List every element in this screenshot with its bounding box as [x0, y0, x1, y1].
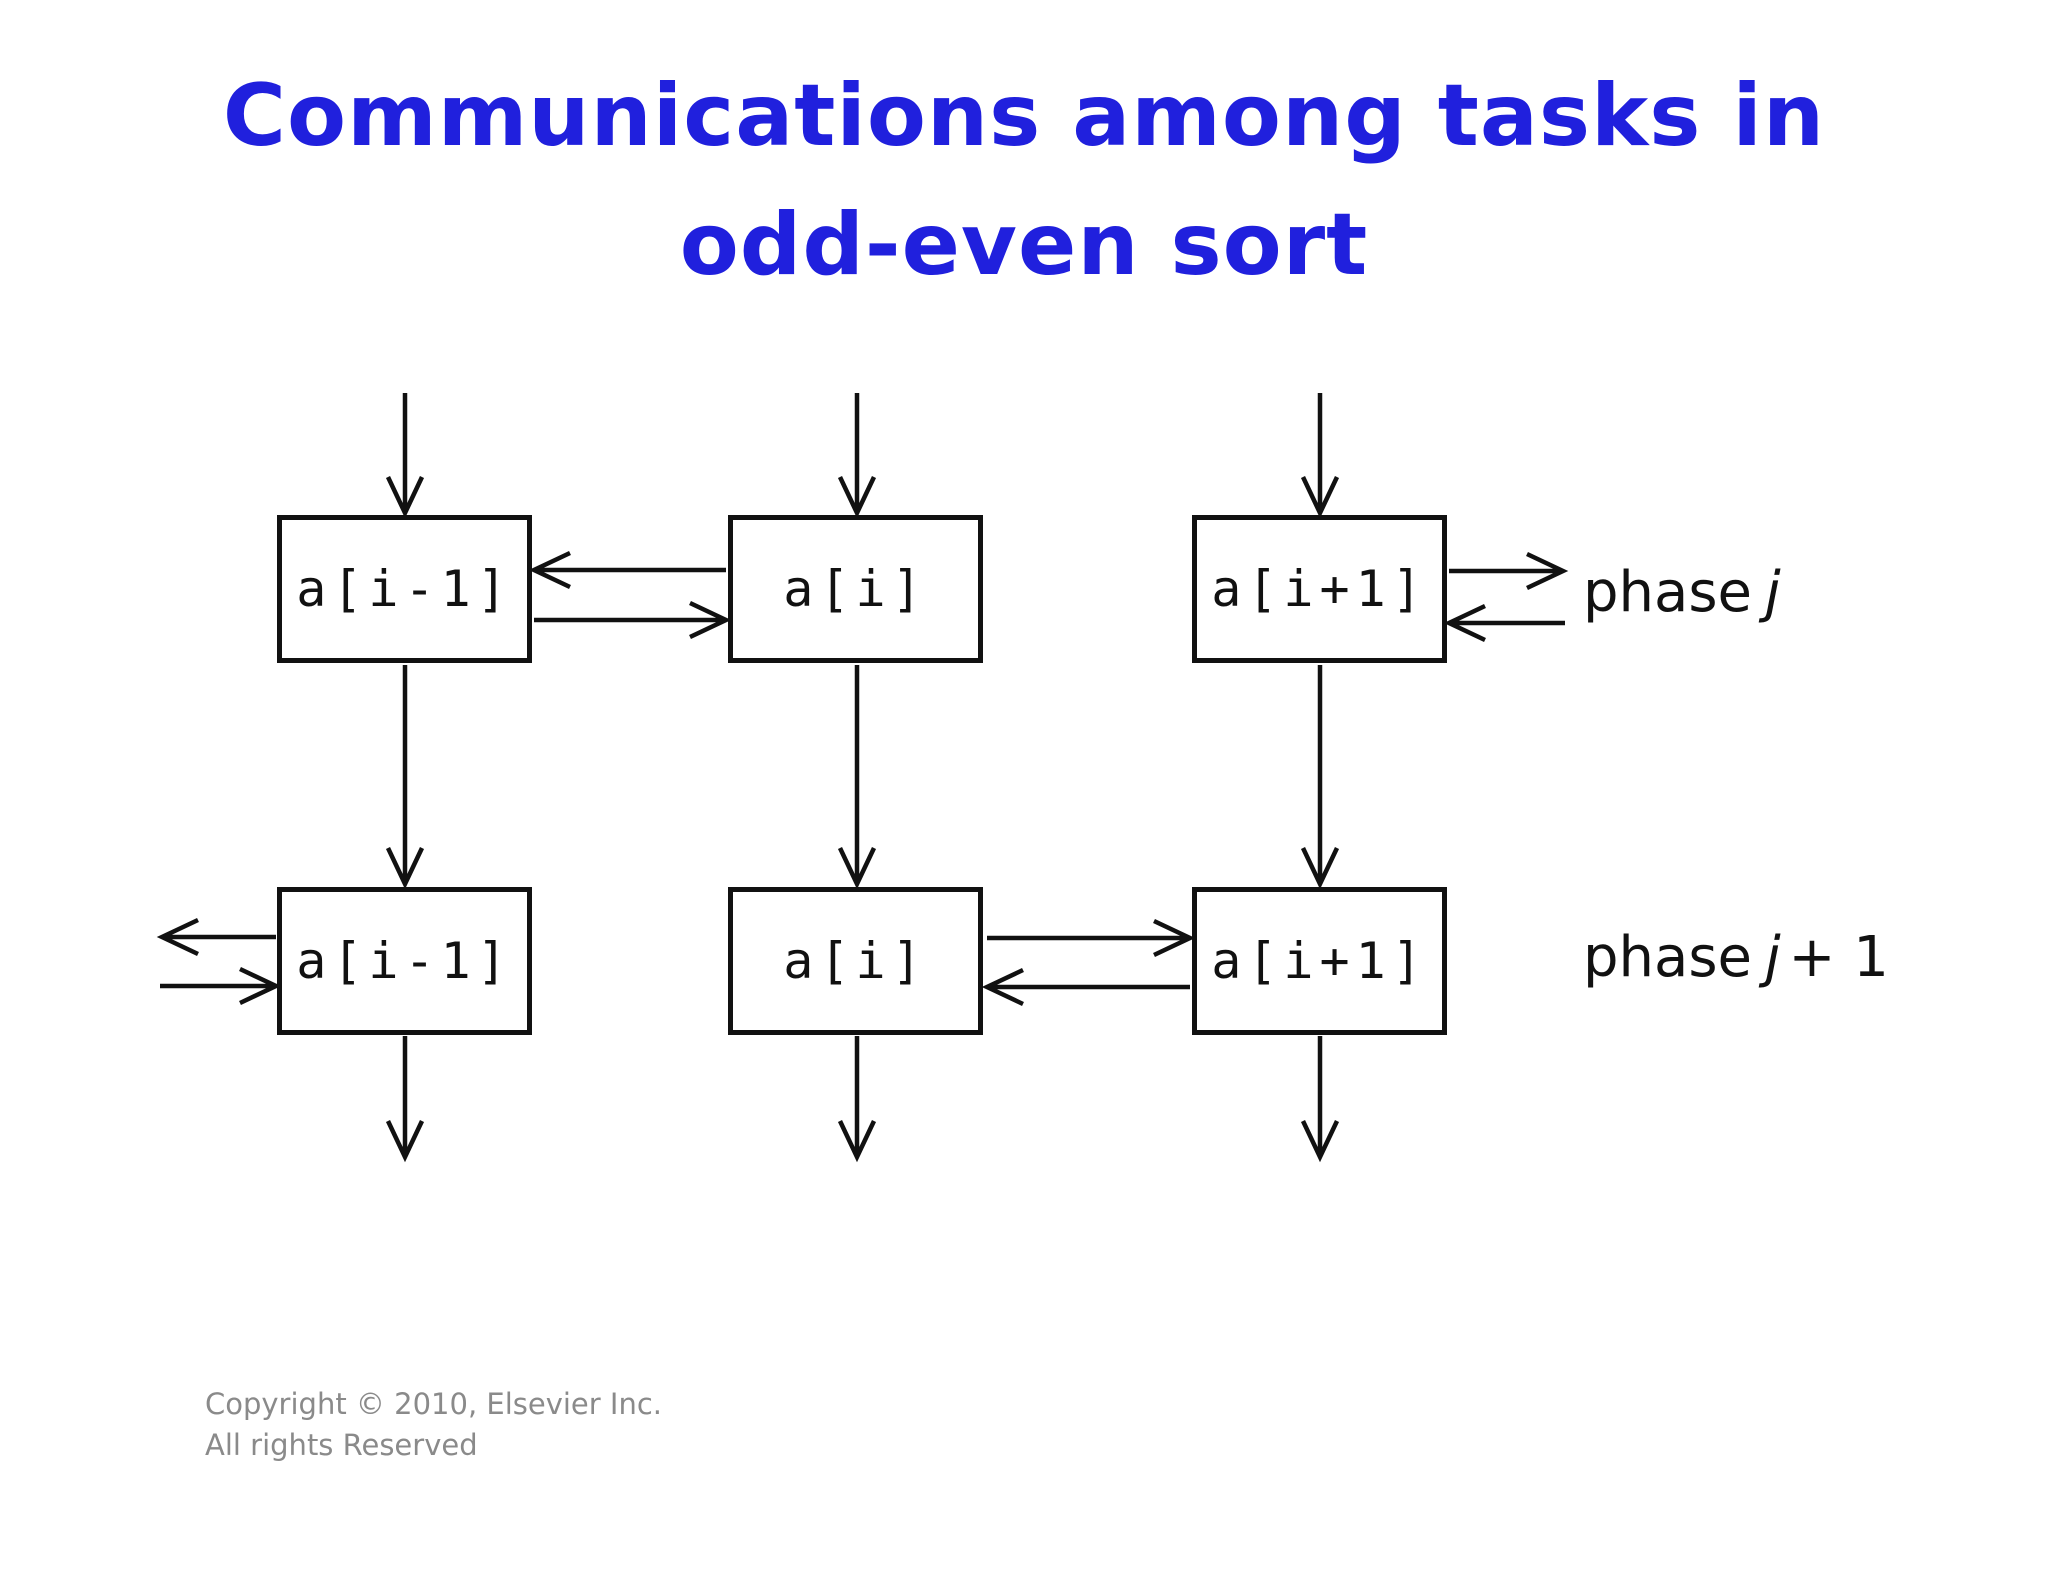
arrow-a-i-phase-j-to-phase-j1 — [837, 665, 877, 890]
phase-j-label-prefix: phase — [1583, 560, 1752, 625]
title-line-2: odd-even sort — [679, 195, 1369, 295]
arrow-a-i-minus-1-to-a-i-phase-j — [534, 600, 732, 640]
copyright-line-2: All rights Reserved — [205, 1428, 478, 1463]
arrow-a-i-to-a-i-plus-1-phase-j1 — [987, 918, 1196, 958]
arrow-input-a-i-minus-1-phase-j — [385, 393, 425, 519]
arrow-a-i-plus-1-to-a-i-phase-j1 — [981, 967, 1190, 1007]
arrow-left-neighbor-to-a-i-minus-1-phase-j1 — [160, 966, 282, 1006]
arrow-a-i-minus-1-to-left-neighbor-phase-j1 — [156, 917, 276, 957]
arrow-a-i-plus-1-to-right-neighbor-phase-j — [1449, 551, 1569, 591]
phase-j-plus-1-label-prefix: phase — [1583, 925, 1752, 990]
arrow-right-neighbor-to-a-i-plus-1-phase-j — [1443, 603, 1565, 643]
task-box-a-i-phase-j1: a[i] — [728, 887, 983, 1035]
phase-j-label-variable: j — [1764, 560, 1781, 625]
arrow-a-i-minus-1-phase-j-to-phase-j1 — [385, 665, 425, 890]
phase-j-plus-1-label-variable: j — [1764, 925, 1781, 990]
arrow-a-i-to-a-i-minus-1-phase-j — [528, 550, 726, 590]
arrow-a-i-plus-1-phase-j-to-phase-j1 — [1300, 665, 1340, 890]
phase-j-plus-1-label-suffix: + 1 — [1788, 925, 1889, 990]
task-box-a-i-phase-j: a[i] — [728, 515, 983, 663]
task-box-a-i-plus-1-phase-j: a[i+1] — [1192, 515, 1447, 663]
task-box-a-i-minus-1-phase-j1: a[i-1] — [277, 887, 532, 1035]
slide-title: Communications among tasks in odd-even so… — [0, 52, 2048, 310]
arrow-output-a-i-phase-j1 — [837, 1036, 877, 1163]
copyright-line-1: Copyright © 2010, Elsevier Inc. — [205, 1387, 663, 1421]
arrow-output-a-i-plus-1-phase-j1 — [1300, 1036, 1340, 1163]
arrow-input-a-i-plus-1-phase-j — [1300, 393, 1340, 519]
arrow-input-a-i-phase-j — [837, 393, 877, 519]
task-box-a-i-minus-1-phase-j: a[i-1] — [277, 515, 532, 663]
arrow-output-a-i-minus-1-phase-j1 — [385, 1036, 425, 1163]
title-line-1: Communications among tasks in — [222, 66, 1826, 166]
copyright-notice: Copyright © 2010, Elsevier Inc. All righ… — [205, 1384, 662, 1466]
task-box-a-i-plus-1-phase-j1: a[i+1] — [1192, 887, 1447, 1035]
